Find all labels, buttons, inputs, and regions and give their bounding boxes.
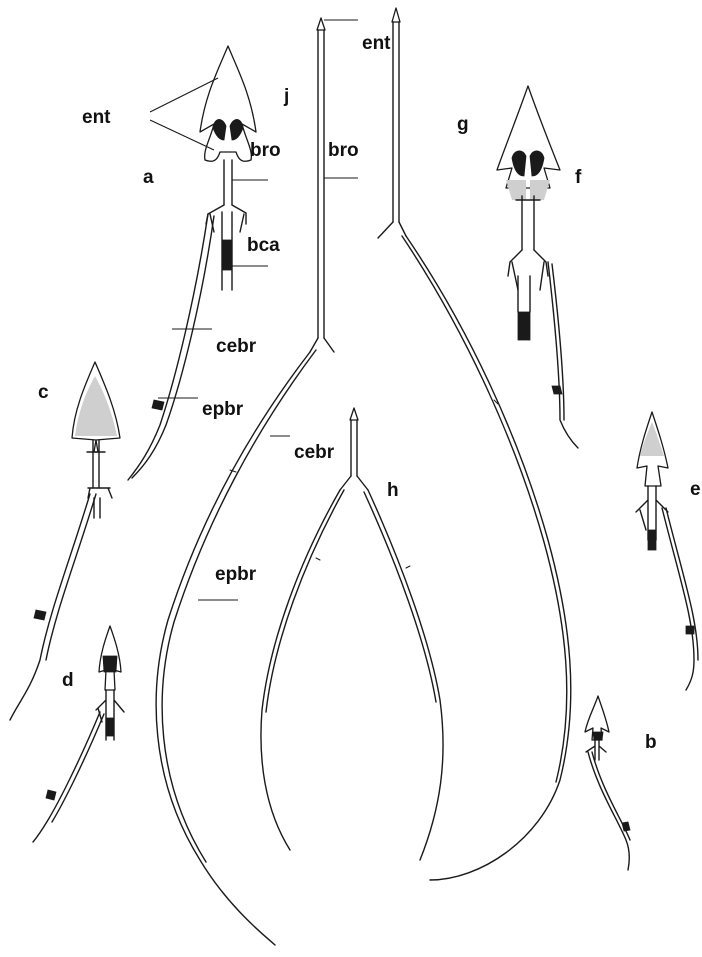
specimen-a xyxy=(127,45,257,481)
label-ent-j: ent xyxy=(362,33,391,54)
specimen-d xyxy=(32,625,125,843)
panel-letter-h: h xyxy=(387,480,399,501)
label-bca-a: bca xyxy=(247,235,280,256)
leader-ent-a-lower xyxy=(149,119,215,151)
panel-letter-j: j xyxy=(283,86,289,107)
panel-letter-e: e xyxy=(690,479,701,500)
label-bro-j: bro xyxy=(328,140,359,161)
label-cebr-j: cebr xyxy=(294,442,335,463)
specimen-c xyxy=(9,361,121,721)
leader-lines xyxy=(149,19,358,601)
panel-letter-d: d xyxy=(62,670,74,691)
panel-letters: a b c d e f g h j xyxy=(38,86,701,753)
panel-letter-g: g xyxy=(457,114,469,135)
specimen-e xyxy=(635,411,699,691)
specimen-long-right xyxy=(377,7,572,881)
specimen-h xyxy=(260,407,444,861)
label-epbr-j: epbr xyxy=(215,564,257,585)
label-bro-a: bro xyxy=(250,140,281,161)
specimen-f-g xyxy=(496,85,579,449)
specimen-j xyxy=(155,17,335,946)
label-cebr-a: cebr xyxy=(216,336,257,357)
label-ent-a: ent xyxy=(82,107,111,128)
leader-ent-a-upper xyxy=(149,77,219,113)
panel-letter-a: a xyxy=(143,167,154,188)
label-epbr-a: epbr xyxy=(202,399,244,420)
panel-letter-c: c xyxy=(38,382,49,403)
panel-letter-b: b xyxy=(645,732,657,753)
specimen-b xyxy=(584,695,631,871)
panel-letter-f: f xyxy=(575,167,582,188)
structure-labels: ent bro bca cebr epbr ent bro cebr epbr xyxy=(82,33,391,585)
